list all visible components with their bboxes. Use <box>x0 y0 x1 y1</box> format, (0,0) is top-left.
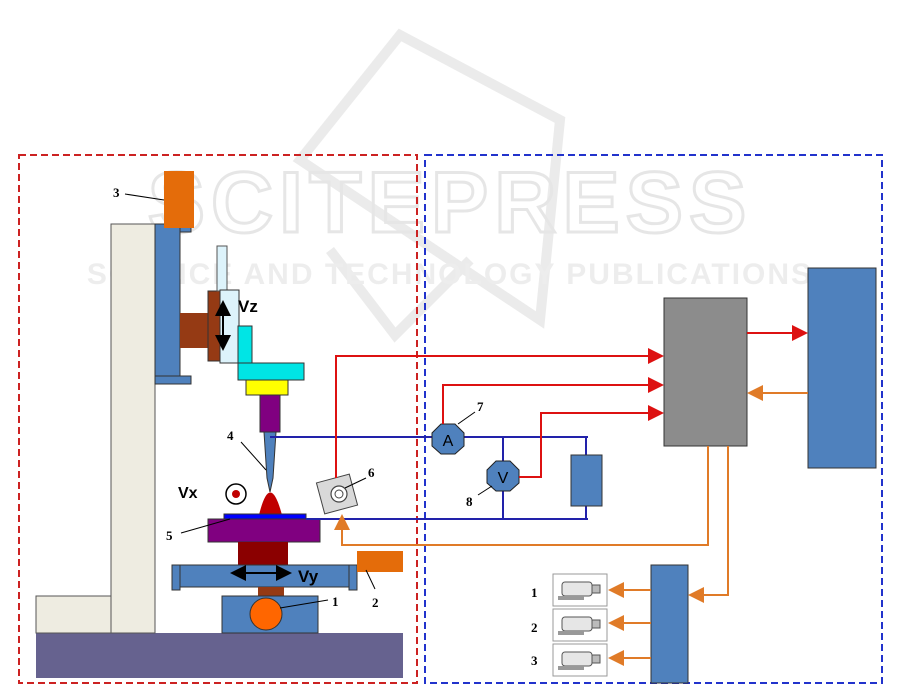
motor-driver-block <box>651 565 688 683</box>
label-3: 3 <box>113 185 120 200</box>
z-drive-plate <box>208 291 221 361</box>
leader-7 <box>458 412 475 424</box>
vx-direction-dot <box>232 490 240 498</box>
sensor-3 <box>164 171 194 228</box>
voltmeter-label: V <box>498 470 509 487</box>
camera-6 <box>316 474 357 514</box>
vx-label: Vx <box>178 485 198 502</box>
electrode-4 <box>264 432 276 492</box>
label-6: 6 <box>368 465 375 480</box>
leader-8 <box>478 486 492 495</box>
watermark: SCITEPRESS SCIENCE AND TECHNOLOGY PUBLIC… <box>87 35 813 335</box>
power-source <box>571 455 602 506</box>
machine-column <box>111 224 155 633</box>
motor-3-label: 3 <box>531 653 538 668</box>
torch-mount <box>246 380 288 395</box>
z-carriage-bottom-arm <box>155 376 191 384</box>
sensor-2 <box>357 551 403 572</box>
z-guide-rod <box>217 246 227 291</box>
motor-2-label: 2 <box>531 620 538 635</box>
label-2: 2 <box>372 595 379 610</box>
vy-label: Vy <box>298 567 319 586</box>
x-motor-1 <box>250 598 282 630</box>
vz-label: Vz <box>238 297 258 316</box>
weld-arc <box>259 493 282 516</box>
motor-1-label: 1 <box>531 585 538 600</box>
torch-bracket-vertical <box>238 326 252 368</box>
torch-body <box>260 395 280 432</box>
computer-block <box>808 268 876 468</box>
y-rail-left-stop <box>172 565 180 590</box>
controller-block <box>664 298 747 446</box>
z-carriage-plate <box>155 224 180 384</box>
machine-base <box>36 633 403 678</box>
motor-3-icon <box>553 644 607 676</box>
y-rail-frame <box>172 565 357 587</box>
ammeter-label: A <box>443 433 454 450</box>
z-drive-block <box>180 313 210 348</box>
ammeter-7: A <box>432 424 464 454</box>
y-rail-right-stop <box>349 565 357 590</box>
torch-bracket-horizontal <box>238 363 304 380</box>
label-4: 4 <box>227 428 234 443</box>
leader-2 <box>366 570 375 589</box>
watermark-tagline: SCIENCE AND TECHNOLOGY PUBLICATIONS <box>87 258 813 291</box>
motor-2-icon <box>553 609 607 641</box>
table-support <box>238 542 288 567</box>
label-8: 8 <box>466 494 473 509</box>
label-5: 5 <box>166 528 173 543</box>
base-step <box>36 596 113 633</box>
watermark-brand: SCITEPRESS <box>148 155 753 251</box>
worktable <box>208 519 320 542</box>
motor-1-icon <box>553 574 607 606</box>
label-7: 7 <box>477 399 484 414</box>
leader-4 <box>241 442 266 470</box>
label-1: 1 <box>332 594 339 609</box>
